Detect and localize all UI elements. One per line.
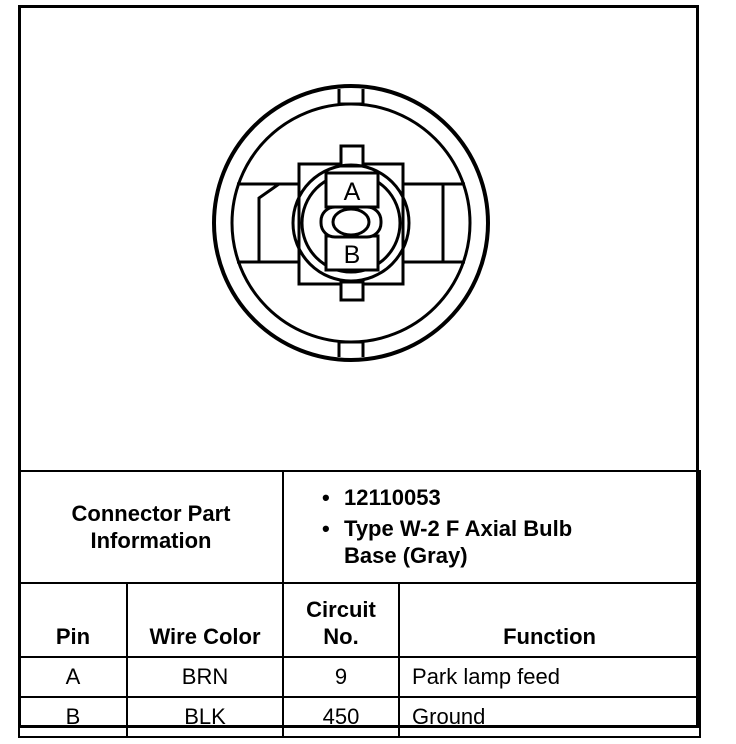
diagram-frame: A B Connector Part Information • 1211005… [17, 5, 702, 738]
bullet-icon: • [322, 485, 330, 510]
pin-label-a: A [344, 178, 361, 206]
header-circuit-line2: No. [323, 624, 359, 649]
connector-info-table: Connector Part Information • 12110053 • … [17, 470, 702, 738]
table-row: A BRN 9 Park lamp feed [18, 656, 702, 698]
part-info-label-line1: Connector Part [71, 501, 231, 526]
cell-function: Ground [398, 696, 702, 738]
column-header-row: Pin Wire Color Circuit No. Function [18, 582, 702, 658]
socket-ring-outer [291, 163, 411, 283]
header-wire-color: Wire Color [125, 582, 285, 658]
connector-face-view: A B [21, 8, 696, 470]
part-info-label: Connector Part Information [17, 470, 285, 584]
header-function: Function [398, 582, 702, 658]
cell-circuit: 9 [282, 656, 401, 698]
cell-wire-color: BRN [125, 656, 285, 698]
part-info-item: • Type W-2 F Axial Bulb Base (Gray) [322, 515, 699, 569]
hub-top-cap [339, 144, 365, 168]
left-key-tab [257, 182, 301, 264]
part-info-item: • 12110053 [322, 484, 699, 511]
header-circuit: Circuit No. [282, 582, 401, 658]
connector-drawing: A B [212, 84, 490, 362]
center-contact-oval [331, 207, 371, 237]
part-info-list: • 12110053 • Type W-2 F Axial Bulb Base … [282, 470, 702, 584]
cell-pin: A [18, 656, 128, 698]
cell-wire-color: BLK [125, 696, 285, 738]
part-number: 12110053 [344, 485, 441, 510]
cell-function: Park lamp feed [398, 656, 702, 698]
terminal-b-box [324, 234, 380, 272]
header-circuit-line1: Circuit [306, 597, 376, 622]
top-notch [337, 89, 365, 106]
part-info-label-line2: Information [90, 528, 212, 553]
cell-circuit: 450 [282, 696, 401, 738]
hub-bottom-cap [339, 280, 365, 302]
bullet-icon: • [322, 516, 330, 541]
bottom-notch [337, 340, 365, 357]
table-row: B BLK 450 Ground [18, 696, 702, 738]
outer-ring [212, 84, 490, 362]
header-pin: Pin [18, 582, 128, 658]
part-description: Type W-2 F Axial Bulb Base (Gray) [344, 516, 573, 568]
part-info-row: Connector Part Information • 12110053 • … [17, 470, 702, 584]
pin-label-b: B [344, 241, 361, 269]
cell-pin: B [18, 696, 128, 738]
